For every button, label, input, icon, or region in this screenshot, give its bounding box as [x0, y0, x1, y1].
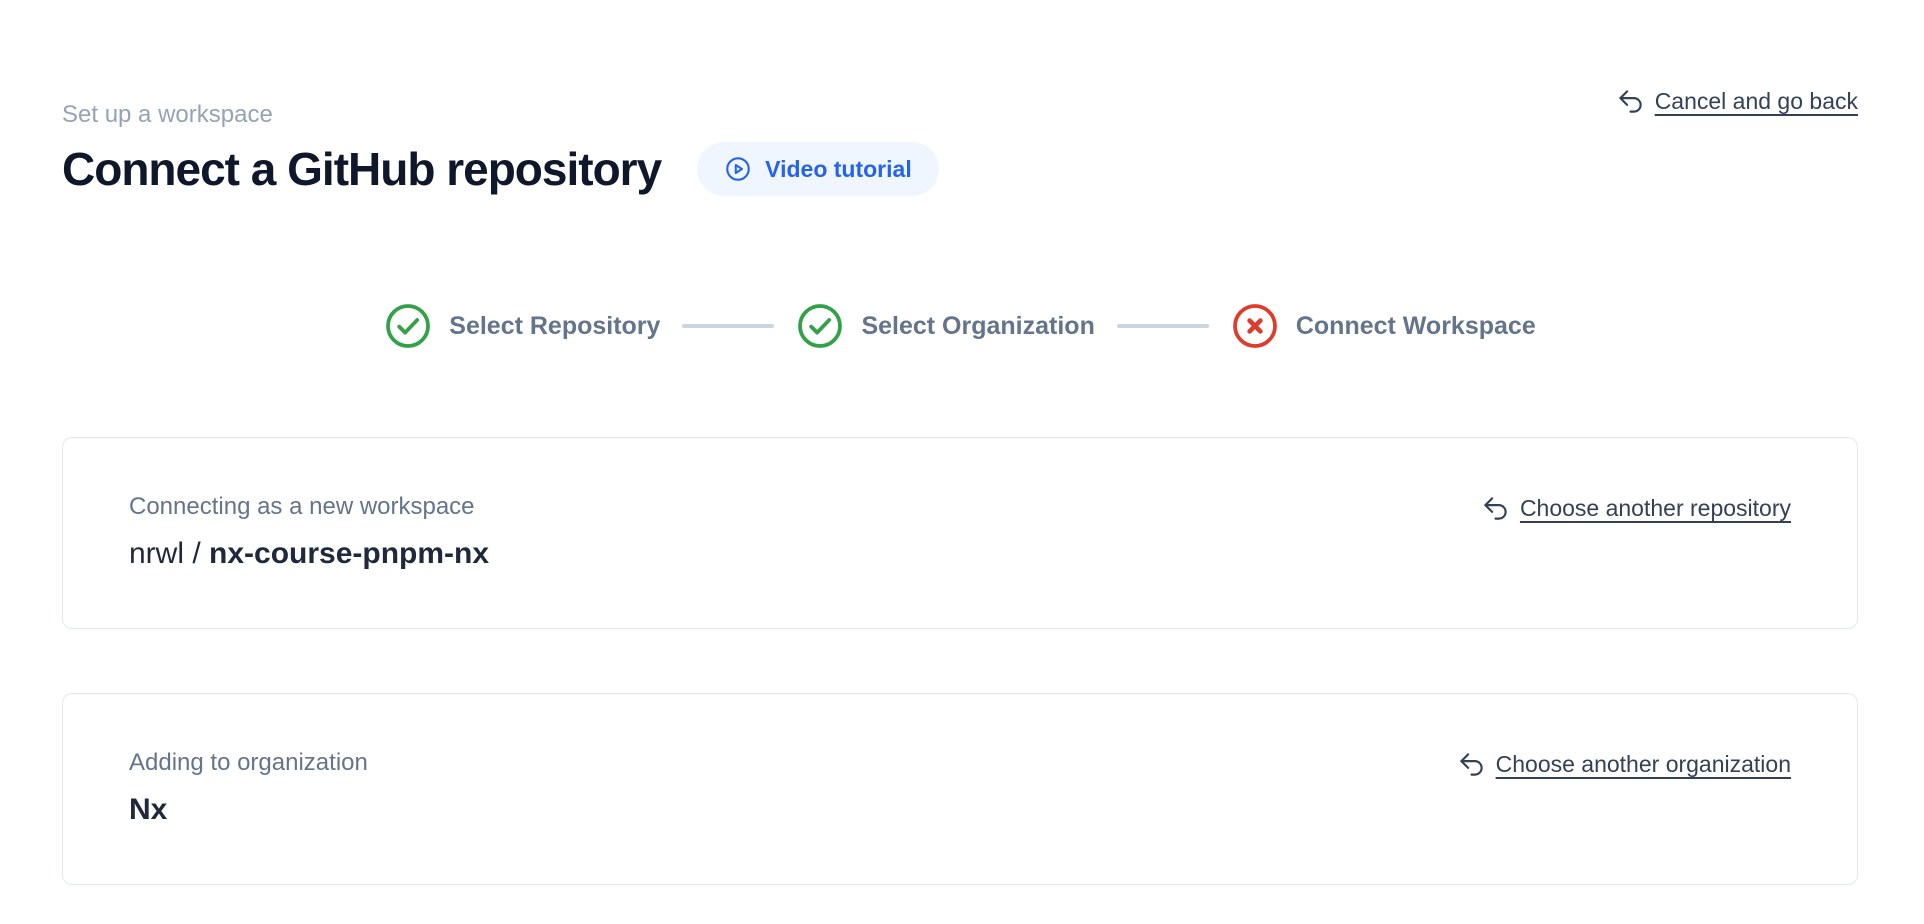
repository-owner: nrwl / — [129, 537, 210, 570]
choose-repository-label: Choose another repository — [1519, 495, 1791, 521]
organization-name: Nx — [129, 792, 368, 828]
stepper-connector — [1116, 324, 1209, 328]
header-left: Set up a workspace Connect a GitHub repo… — [62, 88, 939, 198]
organization-card-info: Adding to organization Nx — [129, 748, 368, 828]
page-header: Set up a workspace Connect a GitHub repo… — [62, 88, 1858, 198]
repository-card: Connecting as a new workspace nrwl / nx-… — [62, 437, 1858, 629]
choose-organization-label: Choose another organization — [1495, 751, 1791, 777]
eyebrow-label: Set up a workspace — [62, 101, 273, 128]
choose-another-organization-link[interactable]: Choose another organization — [1458, 751, 1791, 778]
step-select-repository: Select Repository — [384, 302, 660, 350]
repository-repo-name: nx-course-pnpm-nx — [209, 537, 490, 570]
video-tutorial-label: Video tutorial — [765, 155, 912, 182]
organization-card-label: Adding to organization — [129, 749, 368, 776]
repository-card-info: Connecting as a new workspace nrwl / nx-… — [129, 492, 489, 572]
undo-arrow-icon — [1458, 751, 1485, 778]
cancel-link-label: Cancel and go back — [1654, 88, 1858, 114]
step-connect-workspace: Connect Workspace — [1231, 302, 1536, 350]
check-circle-icon — [384, 302, 432, 350]
undo-arrow-icon — [1482, 495, 1509, 522]
repository-card-label: Connecting as a new workspace — [129, 493, 475, 520]
title-row: Connect a GitHub repository Video tutori… — [62, 140, 939, 198]
play-circle-icon — [724, 155, 752, 183]
x-circle-icon — [1231, 302, 1279, 350]
check-circle-icon — [796, 302, 844, 350]
cancel-and-go-back-link[interactable]: Cancel and go back — [1617, 88, 1858, 115]
setup-stepper: Select Repository Select Organization Co… — [62, 302, 1858, 350]
choose-another-repository-link[interactable]: Choose another repository — [1482, 495, 1791, 522]
step-select-organization: Select Organization — [796, 302, 1095, 350]
page-title: Connect a GitHub repository — [62, 143, 662, 195]
step-label: Connect Workspace — [1295, 311, 1536, 340]
stepper-connector — [682, 324, 775, 328]
step-label: Select Organization — [861, 311, 1095, 340]
undo-arrow-icon — [1617, 88, 1644, 115]
step-label: Select Repository — [449, 311, 661, 340]
organization-card: Adding to organization Nx Choose another… — [62, 693, 1858, 885]
repository-name: nrwl / nx-course-pnpm-nx — [129, 536, 489, 572]
organization-name-bold: Nx — [129, 793, 168, 826]
video-tutorial-button[interactable]: Video tutorial — [697, 142, 939, 196]
